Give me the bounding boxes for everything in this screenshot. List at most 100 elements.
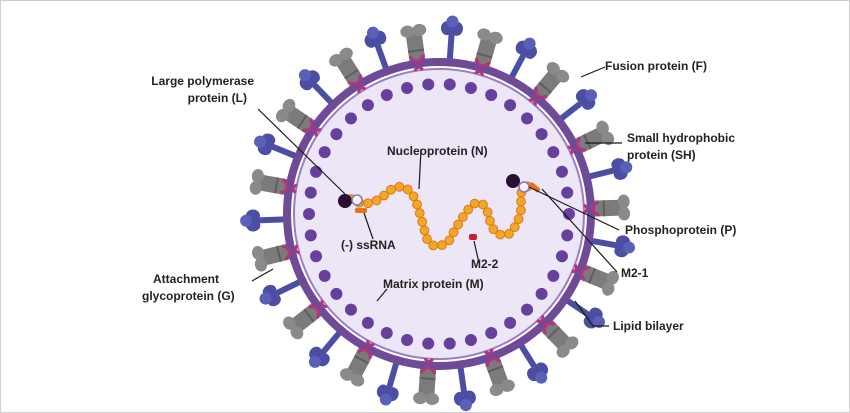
attachment-glycoprotein-g xyxy=(453,360,476,412)
label-nucleoprotein: Nucleoprotein (N) xyxy=(387,144,488,158)
matrix-protein xyxy=(422,78,435,91)
fusion-protein-f xyxy=(251,242,297,272)
nucleoprotein-bead xyxy=(469,198,480,209)
nucleoprotein-bead xyxy=(463,204,474,215)
nucleoprotein-bead xyxy=(509,222,520,233)
matrix-protein xyxy=(380,88,393,101)
leader-fusion xyxy=(580,66,606,78)
matrix-protein xyxy=(504,316,517,329)
nucleoprotein-bead xyxy=(394,181,405,192)
matrix-protein xyxy=(555,250,568,263)
nucleoprotein-bead xyxy=(444,235,455,246)
attachment-glycoprotein-g xyxy=(254,133,303,162)
nucleoprotein-bead xyxy=(408,191,419,202)
small-hydrophobic-protein xyxy=(308,299,328,319)
attachment-glycoprotein-g xyxy=(240,209,292,232)
leader-nucleoprotein xyxy=(418,148,422,190)
leader-matrix xyxy=(376,288,388,302)
small-hydrophobic-protein xyxy=(483,348,502,368)
lipid-bilayer-outer xyxy=(283,58,595,370)
nucleoprotein-bead xyxy=(437,240,447,251)
leader-lipid xyxy=(574,300,609,327)
matrix-protein xyxy=(535,287,548,300)
small-hydrophobic-protein xyxy=(474,57,491,77)
matrix-protein xyxy=(303,208,315,220)
label-matrix: Matrix protein (M) xyxy=(383,277,484,291)
matrix-protein xyxy=(344,303,357,316)
small-hydrophobic-protein xyxy=(356,339,376,359)
matrix-protein xyxy=(561,229,574,242)
small-hydrophobic-protein xyxy=(347,74,367,94)
leader-large-polymerase xyxy=(257,108,346,195)
attachment-glycoprotein-g xyxy=(308,325,347,368)
label-m2-2: M2-2 xyxy=(471,257,499,271)
m2-2-protein xyxy=(469,234,477,240)
small-hydrophobic-protein xyxy=(279,178,298,195)
small-hydrophobic-protein xyxy=(528,86,548,106)
matrix-protein xyxy=(401,81,414,94)
matrix-protein xyxy=(304,229,317,242)
nucleoprotein-bead xyxy=(478,199,488,210)
matrix-protein xyxy=(464,81,477,94)
matrix-protein xyxy=(361,316,374,329)
label-small-hydrophobic-line2: protein (SH) xyxy=(627,148,696,162)
matrix-protein xyxy=(521,303,534,316)
nucleoprotein-bead xyxy=(513,214,524,224)
nucleoprotein-bead xyxy=(488,224,499,235)
nucleoprotein-bead xyxy=(495,229,506,240)
matrix-protein xyxy=(464,334,477,347)
label-large-polymerase-line1: Large polymerase xyxy=(151,74,254,88)
attachment-glycoprotein-g xyxy=(376,355,402,406)
small-hydrophobic-protein xyxy=(571,263,591,282)
matrix-protein xyxy=(443,78,456,91)
attachment-glycoprotein-g xyxy=(514,337,549,384)
label-large-polymerase-line2: protein (L) xyxy=(188,91,247,105)
nucleoprotein-bead xyxy=(386,184,396,195)
label-attachment-line2: glycoprotein (G) xyxy=(142,289,235,303)
matrix-protein xyxy=(310,165,323,178)
matrix-protein xyxy=(547,269,560,282)
matrix-protein xyxy=(304,186,317,199)
matrix-protein xyxy=(330,128,343,141)
nucleoprotein-bead xyxy=(516,205,526,216)
attachment-glycoprotein-g xyxy=(581,158,633,182)
small-hydrophobic-protein xyxy=(408,53,426,72)
attachment-glycoprotein-g xyxy=(505,37,537,85)
large-polymerase xyxy=(506,174,520,188)
small-hydrophobic-protein xyxy=(567,136,587,155)
small-hydrophobic-protein xyxy=(302,118,322,137)
matrix-protein-layer xyxy=(303,78,575,350)
attachment-glycoprotein-g xyxy=(259,276,308,307)
matrix-protein xyxy=(504,99,517,112)
matrix-protein xyxy=(555,165,568,178)
matrix-protein xyxy=(563,208,575,220)
matrix-protein xyxy=(380,327,393,340)
matrix-protein xyxy=(318,146,331,159)
large-polymerase xyxy=(338,194,352,208)
matrix-protein xyxy=(485,88,498,101)
leader-m2-2 xyxy=(473,240,480,264)
nucleoprotein-bead xyxy=(417,216,428,227)
nucleoprotein-bead xyxy=(504,228,514,239)
small-hydrophobic-proteins xyxy=(279,53,600,375)
lipid-bilayer-inner xyxy=(293,68,585,360)
nucleoprotein-bead xyxy=(453,219,463,230)
matrix-protein xyxy=(330,287,343,300)
nucleoprotein-bead xyxy=(379,190,389,201)
nucleoprotein-bead xyxy=(458,212,468,222)
nucleoprotein-bead xyxy=(485,215,495,226)
phosphoprotein-right xyxy=(518,181,530,193)
attachment-glycoprotein-g xyxy=(298,69,339,110)
attachment-glycoprotein-g xyxy=(560,294,606,329)
small-hydrophobic-protein xyxy=(281,244,300,261)
nucleoprotein-bead xyxy=(419,225,430,236)
nucleoprotein-bead xyxy=(448,227,459,238)
matrix-protein xyxy=(310,250,323,263)
nucleoprotein-bead xyxy=(412,199,423,210)
matrix-protein xyxy=(485,327,498,340)
matrix-protein xyxy=(422,337,435,350)
m2-1-right xyxy=(529,182,541,193)
label-lipid: Lipid bilayer xyxy=(613,319,684,333)
label-m2-1: M2-1 xyxy=(621,266,649,280)
nucleoprotein-bead xyxy=(516,196,526,207)
